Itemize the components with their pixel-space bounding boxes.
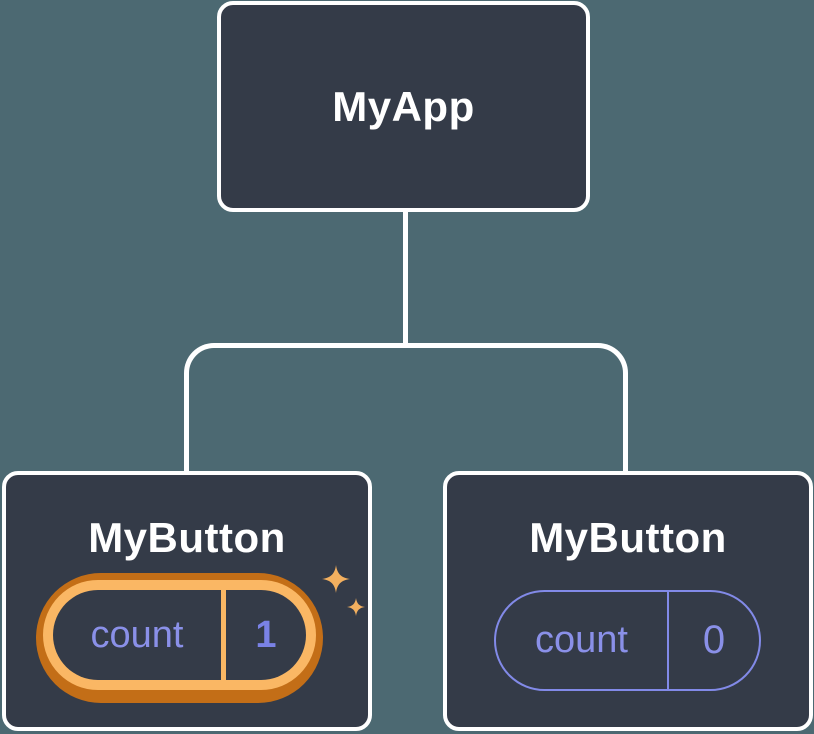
root-component-title: MyApp — [332, 82, 475, 130]
child-component-box-2: MyButton count 0 — [443, 471, 813, 731]
state-label: count — [535, 619, 628, 661]
state-pill-highlighted: count 1 — [36, 573, 323, 703]
sparkle-small-icon — [347, 598, 365, 616]
connector-bracket — [184, 343, 628, 473]
child-component-title: MyButton — [88, 514, 286, 561]
state-pill-plain: count 0 — [494, 590, 761, 691]
state-pill-highlight-ring: count 1 — [43, 580, 316, 690]
pill-divider — [667, 592, 669, 689]
connector-stem — [403, 208, 408, 348]
state-label: count — [90, 613, 184, 656]
root-component-box: MyApp — [217, 1, 590, 212]
pill-divider — [221, 590, 226, 680]
state-value: 0 — [702, 618, 726, 662]
state-pill-body: count 1 — [53, 590, 306, 680]
child-component-title: MyButton — [529, 514, 727, 561]
state-value: 1 — [255, 613, 277, 656]
sparkle-large-icon — [322, 565, 350, 593]
child-component-box-1: MyButton count 1 — [2, 471, 372, 731]
